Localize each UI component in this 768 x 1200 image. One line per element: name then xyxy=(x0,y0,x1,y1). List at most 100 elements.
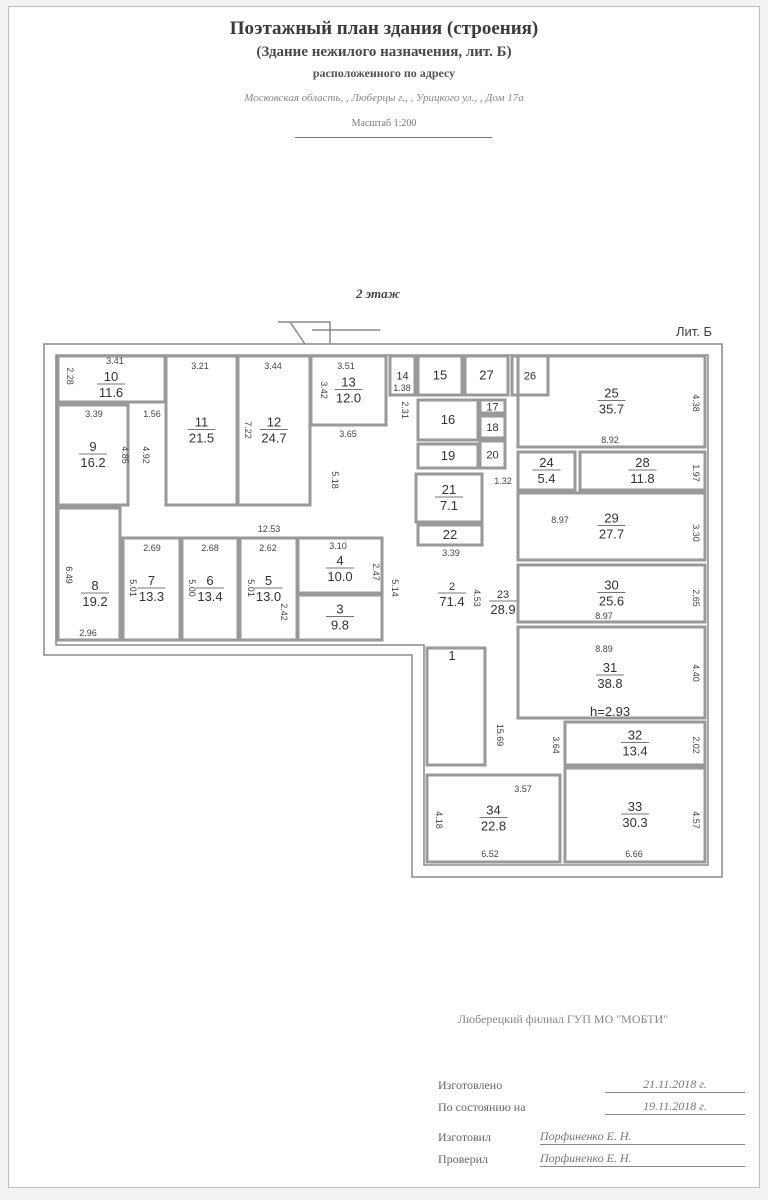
room-area: 28.9 xyxy=(490,602,515,617)
room-number: 15 xyxy=(433,368,447,383)
dimension-label: 3.21 xyxy=(191,361,209,371)
scale-underline xyxy=(295,137,492,138)
room-number: 32 xyxy=(628,728,642,743)
room-number: 30 xyxy=(604,578,618,593)
dimension-label: 2.69 xyxy=(143,543,161,553)
room-number: 16 xyxy=(441,412,455,427)
dimension-label: 7.22 xyxy=(243,421,253,439)
dimension-label: 5.18 xyxy=(330,471,340,489)
room-number: 10 xyxy=(104,369,118,384)
room-13-outline xyxy=(309,354,388,427)
room-21-outline xyxy=(414,472,484,524)
room-14-outline xyxy=(388,354,417,397)
room-number: 2 xyxy=(449,581,455,593)
room-number: 1 xyxy=(448,648,455,663)
room-area: 10.0 xyxy=(327,569,352,584)
dimension-label: 2.31 xyxy=(400,401,410,419)
room-area: 16.2 xyxy=(80,455,105,470)
organization: Люберецкий филиал ГУП МО "МОБТИ" xyxy=(458,1012,669,1026)
room-24-outline xyxy=(516,450,577,492)
room-area: 38.8 xyxy=(597,676,622,691)
dimension-label: 4.18 xyxy=(434,811,444,829)
room-7-outline xyxy=(121,536,182,642)
room-area: 13.4 xyxy=(197,589,222,604)
dimension-label: 8.97 xyxy=(595,611,613,621)
room-area: 21.5 xyxy=(189,431,214,446)
room-number: 24 xyxy=(539,455,553,470)
dimension-label: 2.65 xyxy=(691,589,701,607)
room-number: 31 xyxy=(603,660,617,675)
room-number: 3 xyxy=(336,602,343,617)
dimension-label: 8.92 xyxy=(601,435,619,445)
room-17-outline xyxy=(478,398,507,415)
dimension-label: 4.92 xyxy=(141,446,151,464)
room-area: 13.4 xyxy=(622,744,647,759)
room-9-outline xyxy=(56,403,130,507)
room-area: 13.3 xyxy=(139,589,164,604)
dimension-label: 3.10 xyxy=(329,541,347,551)
room-27-outline xyxy=(463,354,510,397)
floor-label: 2 этаж xyxy=(355,286,401,301)
room-area: 22.8 xyxy=(481,819,506,834)
room-area: 9.8 xyxy=(331,618,349,633)
checked-label: Проверил xyxy=(438,1152,488,1166)
dimension-label: 12.53 xyxy=(258,524,281,534)
room-number: 6 xyxy=(206,573,213,588)
dimension-label: 3.44 xyxy=(264,361,282,371)
room-6-outline xyxy=(180,536,240,642)
made-date: 21.11.2018 г. xyxy=(605,1077,745,1093)
dimension-label: 15.69 xyxy=(495,724,505,747)
dimension-label: 3.51 xyxy=(337,361,355,371)
room-number: 17 xyxy=(486,402,498,414)
room-area: 5.4 xyxy=(537,471,555,486)
state-date: 19.11.2018 г. xyxy=(605,1099,745,1115)
room-area: 13.0 xyxy=(256,589,281,604)
room-number: 26 xyxy=(524,371,536,383)
room-34-outline xyxy=(425,773,562,864)
made-by: Порфиненко Е. Н. xyxy=(540,1129,745,1145)
room-number: 14 xyxy=(396,371,408,383)
room-15-outline xyxy=(416,354,464,397)
room-area: 25.6 xyxy=(599,594,624,609)
room-area: 19.2 xyxy=(82,594,107,609)
scale: Масштаб 1:200 xyxy=(351,118,417,129)
state-label: По состоянию на xyxy=(438,1100,526,1114)
room-16-outline xyxy=(416,398,480,442)
dimension-label: 6.66 xyxy=(625,849,643,859)
room-19-outline xyxy=(416,442,480,470)
room-area: 27.7 xyxy=(599,527,624,542)
room-number: 4 xyxy=(336,553,343,568)
dimension-label: 3.39 xyxy=(442,548,460,558)
room-28-outline xyxy=(578,450,707,492)
room-area: 71.4 xyxy=(439,594,464,609)
room-20-outline xyxy=(478,439,507,470)
located-label: расположенного по адресу xyxy=(312,66,456,80)
room-number: 9 xyxy=(89,439,96,454)
room-area: 11.6 xyxy=(99,385,123,400)
room-area: 24.7 xyxy=(261,431,286,446)
dimension-label: 2.42 xyxy=(279,603,289,621)
room-number: 7 xyxy=(148,573,155,588)
room-number: 21 xyxy=(442,482,456,497)
room-number: 5 xyxy=(265,573,272,588)
dimension-label: 5.00 xyxy=(187,579,197,597)
room-number: 13 xyxy=(341,375,355,390)
room-18-outline xyxy=(478,414,507,440)
room-walls xyxy=(56,354,707,864)
room-area: 30.3 xyxy=(622,815,647,830)
room-number: 22 xyxy=(443,527,457,542)
dimension-label: 1.56 xyxy=(143,409,161,419)
dimension-label: 5.01 xyxy=(128,579,138,597)
document-sheet xyxy=(8,6,760,1188)
room-area: 7.1 xyxy=(440,498,458,513)
room-number: 27 xyxy=(479,368,493,383)
dimension-label: 3.65 xyxy=(339,429,357,439)
room-area: 12.0 xyxy=(336,391,361,406)
dimension-label: 2.02 xyxy=(691,736,701,754)
room-26-outline xyxy=(510,354,550,397)
room-number: 18 xyxy=(486,422,498,434)
dimension-label: 8.89 xyxy=(595,644,613,654)
dimension-label: 4.38 xyxy=(691,394,701,412)
room-number: 23 xyxy=(497,589,509,601)
room-number: 34 xyxy=(486,803,500,818)
